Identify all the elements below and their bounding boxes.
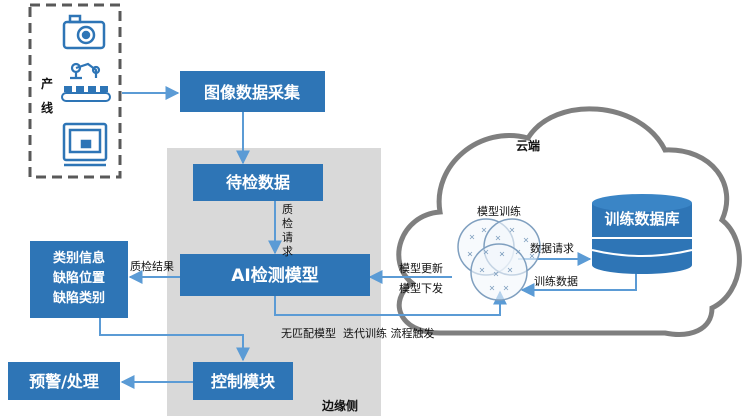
qc-request-1: 质 [282, 203, 293, 216]
pending-data-box: 待检数据 [193, 164, 323, 201]
results-line-3: 缺陷类别 [52, 290, 105, 306]
arrow-training-data [520, 272, 637, 297]
cloud-label: 云端 [516, 138, 540, 153]
pending-data-label: 待检数据 [226, 173, 290, 192]
model-training-venn [457, 218, 541, 301]
image-collect-box: 图像数据采集 [180, 71, 325, 112]
training-db-label: 训练数据库 [604, 210, 679, 228]
results-box: 类别信息 缺陷位置 缺陷类别 [30, 241, 128, 318]
production-line-frame [28, 3, 122, 179]
conveyor-icon [61, 86, 111, 102]
results-line-2: 缺陷位置 [52, 270, 105, 286]
qc-request-4: 求 [282, 245, 293, 258]
qc-request-3: 请 [282, 231, 293, 244]
control-module-box: 控制模块 [193, 362, 293, 400]
alert-box: 预警/处理 [8, 362, 120, 400]
arrow-model-to-control [274, 290, 507, 316]
camera-icon [62, 14, 106, 50]
image-collect-label: 图像数据采集 [204, 83, 301, 102]
production-line-label-1: 产 [41, 76, 53, 91]
machine-icon [62, 122, 108, 167]
training-data-label: 训练数据 [534, 274, 578, 288]
arrows [99, 86, 637, 389]
bottom-triggers-label: 无匹配模型 迭代训练 流程触发 [281, 326, 435, 340]
alert-label: 预警/处理 [29, 372, 99, 391]
edge-label: 边缘侧 [321, 398, 358, 413]
qc-request-2: 检 [282, 216, 293, 230]
ai-model-label: AI检测模型 [231, 265, 318, 286]
control-module-label: 控制模块 [211, 372, 276, 391]
data-request-label: 数据请求 [530, 241, 574, 255]
model-update-label: 模型更新 [399, 261, 443, 275]
qc-result-label: 质检结果 [130, 259, 174, 273]
production-line-label-2: 线 [41, 100, 53, 115]
training-db: 训练数据库 [591, 194, 693, 274]
model-deploy-label: 模型下发 [399, 281, 443, 295]
robot-arm-icon [70, 62, 101, 80]
ai-model-box: AI检测模型 [180, 254, 370, 296]
model-training-label: 模型训练 [477, 204, 521, 218]
venn-pattern [467, 227, 535, 291]
arrow-trigger-to-control [99, 318, 250, 362]
results-line-1: 类别信息 [53, 250, 105, 266]
